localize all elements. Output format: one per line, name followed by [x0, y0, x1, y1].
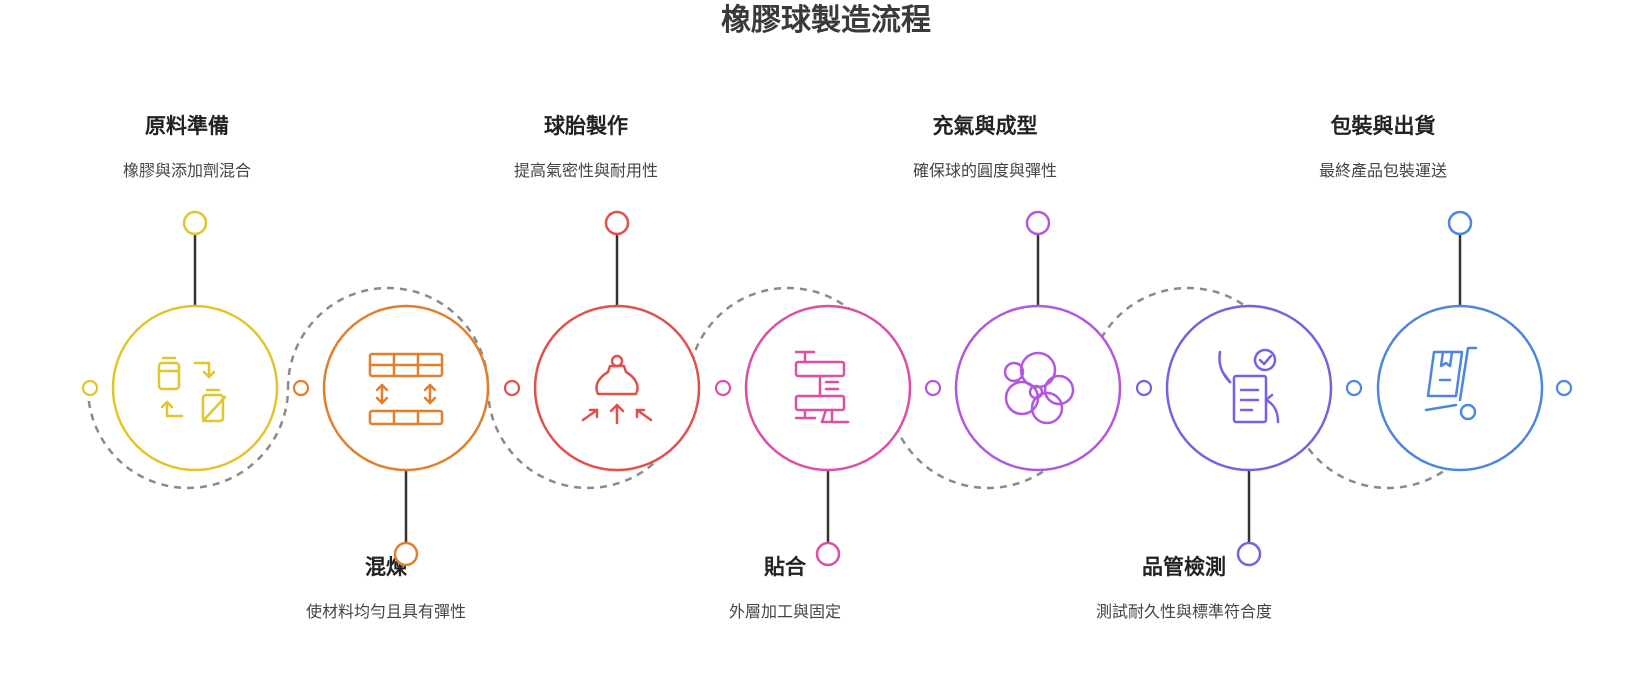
connector-arc-2 — [286, 286, 490, 389]
step-description: 提高氣密性與耐用性 — [513, 161, 658, 180]
step-description: 最終產品包裝運送 — [1318, 161, 1447, 180]
step-title: 充氣與成型 — [932, 114, 1038, 138]
stem-end-dot — [604, 210, 630, 236]
inflated-shape-icon — [1003, 351, 1075, 425]
quality-checklist-icon — [1218, 348, 1280, 424]
step-description: 使材料均勻且具有彈性 — [305, 602, 466, 621]
step-title: 球胎製作 — [544, 114, 628, 138]
step-circle-3 — [533, 304, 701, 472]
package-cart-icon — [1424, 346, 1478, 421]
stem-end-dot — [1025, 210, 1051, 236]
junction-dot — [924, 379, 942, 397]
stem-end-dot — [393, 541, 419, 567]
clamp-press-icon — [794, 350, 850, 424]
junction-dot — [1345, 379, 1363, 397]
stem-end-dot — [1447, 210, 1473, 236]
step-circle-6 — [1165, 304, 1333, 472]
step-description: 外層加工與固定 — [728, 602, 841, 621]
step-label-6: 品管檢測 測試耐久性與標準符合度 — [1034, 553, 1334, 623]
step-circle-1 — [111, 304, 279, 472]
step-circle-2 — [322, 304, 490, 472]
stem-end-dot — [1236, 541, 1262, 567]
ball-core-pressure-icon — [581, 354, 653, 425]
junction-dot — [81, 379, 99, 397]
step-description: 測試耐久性與標準符合度 — [1095, 602, 1272, 621]
step-description: 橡膠與添加劑混合 — [122, 161, 251, 180]
step-title: 品管檢測 — [1142, 555, 1226, 579]
stem-end-dot — [182, 210, 208, 236]
stems — [193, 232, 1462, 544]
connector-arc-1 — [86, 387, 290, 490]
junction-dot — [503, 379, 521, 397]
step-circle-7 — [1376, 304, 1544, 472]
step-title: 包裝與出貨 — [1330, 114, 1436, 138]
junction-dots — [81, 379, 1573, 397]
step-description: 確保球的圓度與彈性 — [912, 161, 1057, 180]
step-label-5: 充氣與成型 確保球的圓度與彈性 — [835, 112, 1135, 182]
step-label-7: 包裝與出貨 最終產品包裝運送 — [1233, 112, 1533, 182]
mixing-rollers-icon — [368, 352, 444, 426]
stem-end-dot — [815, 541, 841, 567]
raw-material-exchange-icon — [157, 356, 227, 423]
step-label-4: 貼合 外層加工與固定 — [635, 553, 935, 623]
junction-dot — [1135, 379, 1153, 397]
step-label-3: 球胎製作 提高氣密性與耐用性 — [436, 112, 736, 182]
junction-dot — [714, 379, 732, 397]
step-title: 原料準備 — [145, 114, 229, 138]
step-title: 貼合 — [764, 555, 806, 579]
stem-end-dots — [182, 210, 1473, 567]
page-title: 橡膠球製造流程 — [721, 3, 931, 38]
junction-dot — [1555, 379, 1573, 397]
junction-dot — [292, 379, 310, 397]
step-label-1: 原料準備 橡膠與添加劑混合 — [37, 112, 337, 182]
